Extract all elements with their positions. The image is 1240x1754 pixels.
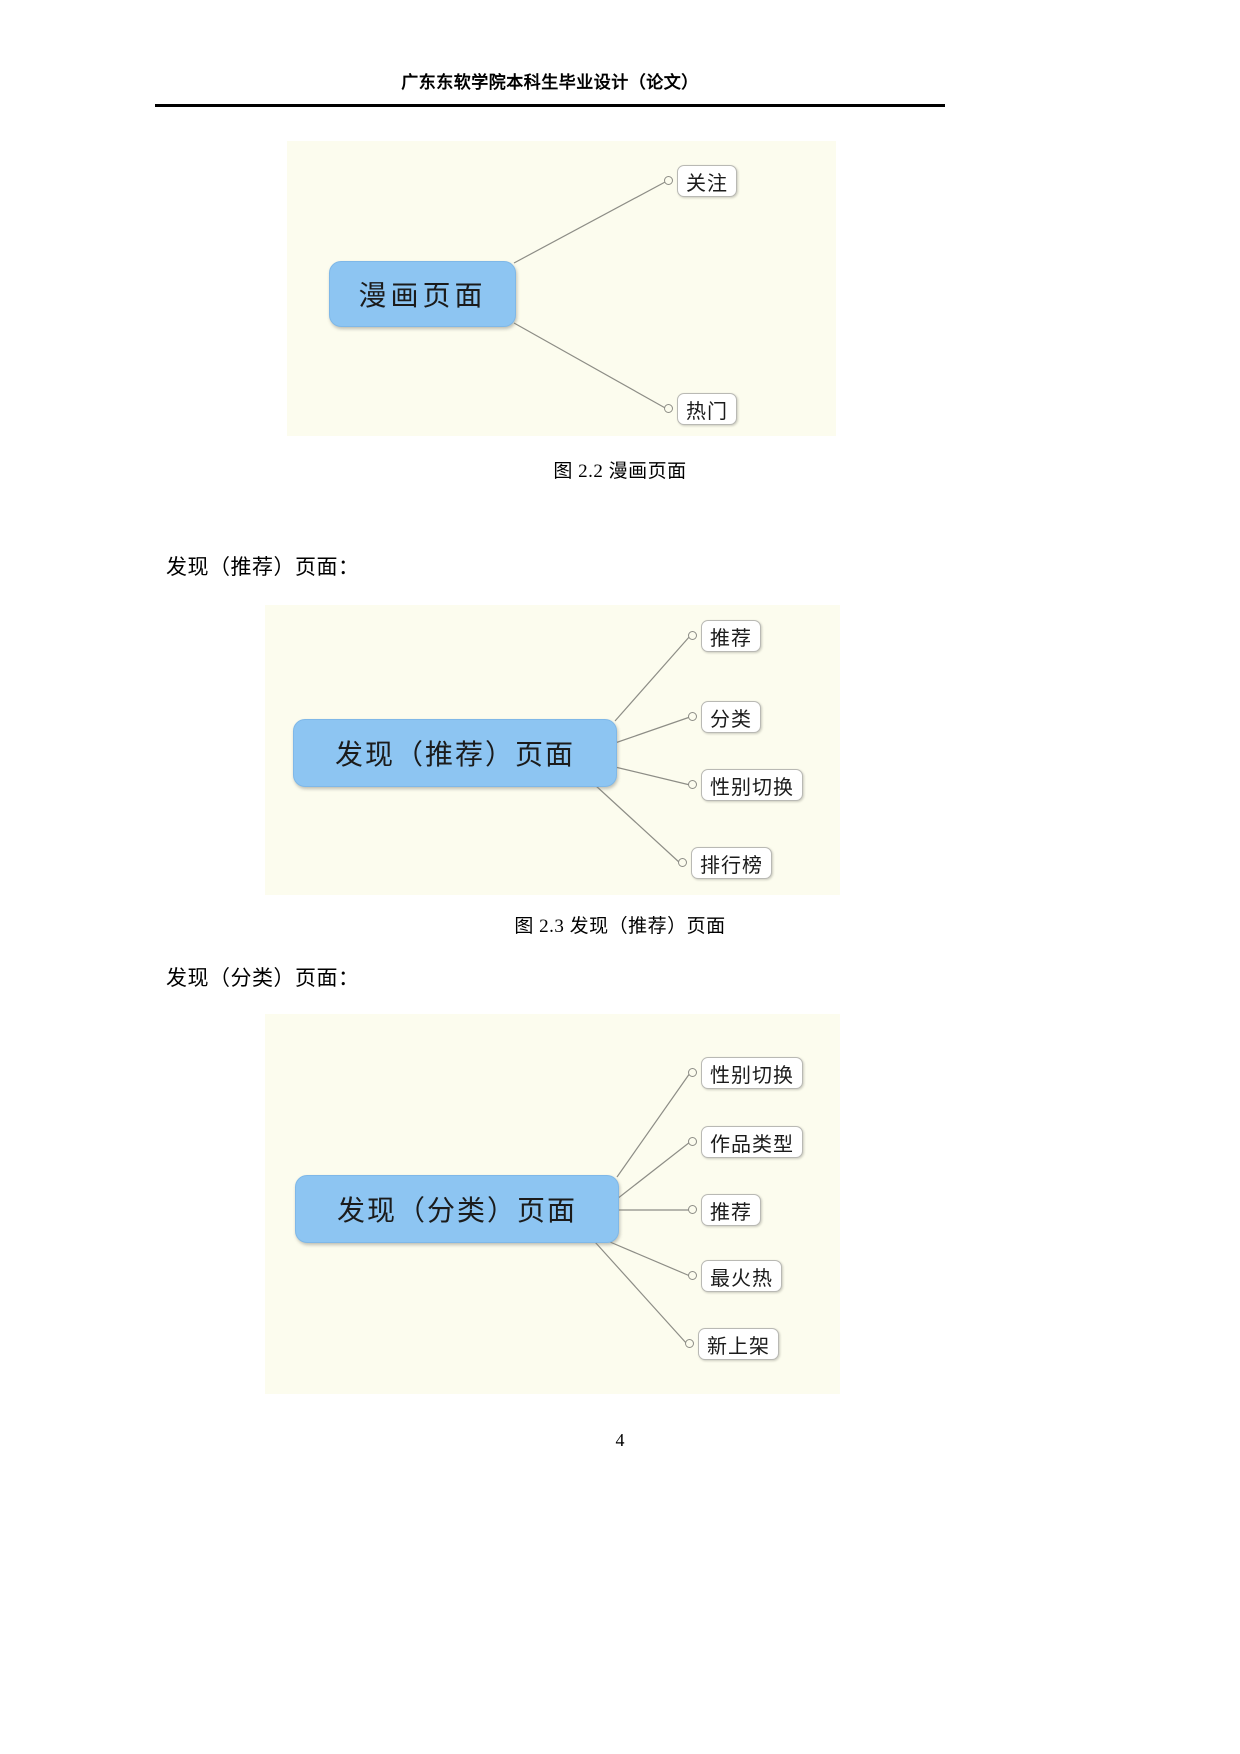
figure-2-2-connectors xyxy=(513,180,668,410)
branch-connector-dot xyxy=(688,1137,697,1146)
paragraph-recommend-intro: 发现（推荐）页面： xyxy=(166,555,360,579)
mindmap-branch-tuijian[interactable]: 推荐 xyxy=(701,1194,761,1226)
mindmap-branch-zuihuore[interactable]: 最火热 xyxy=(701,1260,782,1292)
branch-connector-dot xyxy=(688,780,697,789)
branch-connector-dot xyxy=(688,1271,697,1280)
branch-connector-dot xyxy=(688,1205,697,1214)
branch-connector-dot xyxy=(664,176,673,185)
figure-2-3-caption: 图 2.3 发现（推荐）页面 xyxy=(514,916,726,937)
mindmap-branch-zuopinleixing[interactable]: 作品类型 xyxy=(701,1126,803,1158)
branch-connector-dot xyxy=(688,631,697,640)
mindmap-center-node[interactable]: 发现（分类）页面 xyxy=(295,1175,619,1243)
page-number: 4 xyxy=(615,1430,625,1450)
mindmap-branch-tuijian[interactable]: 推荐 xyxy=(701,620,761,652)
mindmap-center-node[interactable]: 漫画页面 xyxy=(329,261,516,327)
page-header: 广东东软学院本科生毕业设计（论文） xyxy=(155,72,945,94)
paragraph-category-intro: 发现（分类）页面： xyxy=(166,966,360,990)
mindmap-branch-xinshangjia[interactable]: 新上架 xyxy=(698,1328,779,1360)
figure-2-4-mindmap: 发现（分类）页面 性别切换 作品类型 推荐 最火热 新上架 xyxy=(265,1014,840,1394)
header-divider xyxy=(155,104,945,107)
figure-2-2-mindmap: 漫画页面 关注 热门 xyxy=(287,141,836,436)
branch-connector-dot xyxy=(688,712,697,721)
figure-2-4-connectors xyxy=(594,1072,691,1345)
branch-connector-dot xyxy=(664,404,673,413)
mindmap-branch-guanzhu[interactable]: 关注 xyxy=(677,165,737,197)
mindmap-branch-xingbieqiehuan[interactable]: 性别切换 xyxy=(701,1057,803,1089)
mindmap-branch-fenlei[interactable]: 分类 xyxy=(701,701,761,733)
mindmap-center-node[interactable]: 发现（推荐）页面 xyxy=(293,719,617,787)
branch-connector-dot xyxy=(688,1068,697,1077)
figure-2-2-caption: 图 2.2 漫画页面 xyxy=(553,461,687,482)
figure-2-3-mindmap: 发现（推荐）页面 推荐 分类 性别切换 排行榜 xyxy=(265,605,840,895)
header-title: 广东东软学院本科生毕业设计（论文） xyxy=(401,73,699,92)
branch-connector-dot xyxy=(678,858,687,867)
mindmap-branch-paihangbang[interactable]: 排行榜 xyxy=(691,847,772,879)
branch-connector-dot xyxy=(685,1339,694,1348)
mindmap-branch-xingbieqiehuan[interactable]: 性别切换 xyxy=(701,769,803,801)
figure-2-3-connectors xyxy=(594,635,691,864)
mindmap-branch-remen[interactable]: 热门 xyxy=(677,393,737,425)
